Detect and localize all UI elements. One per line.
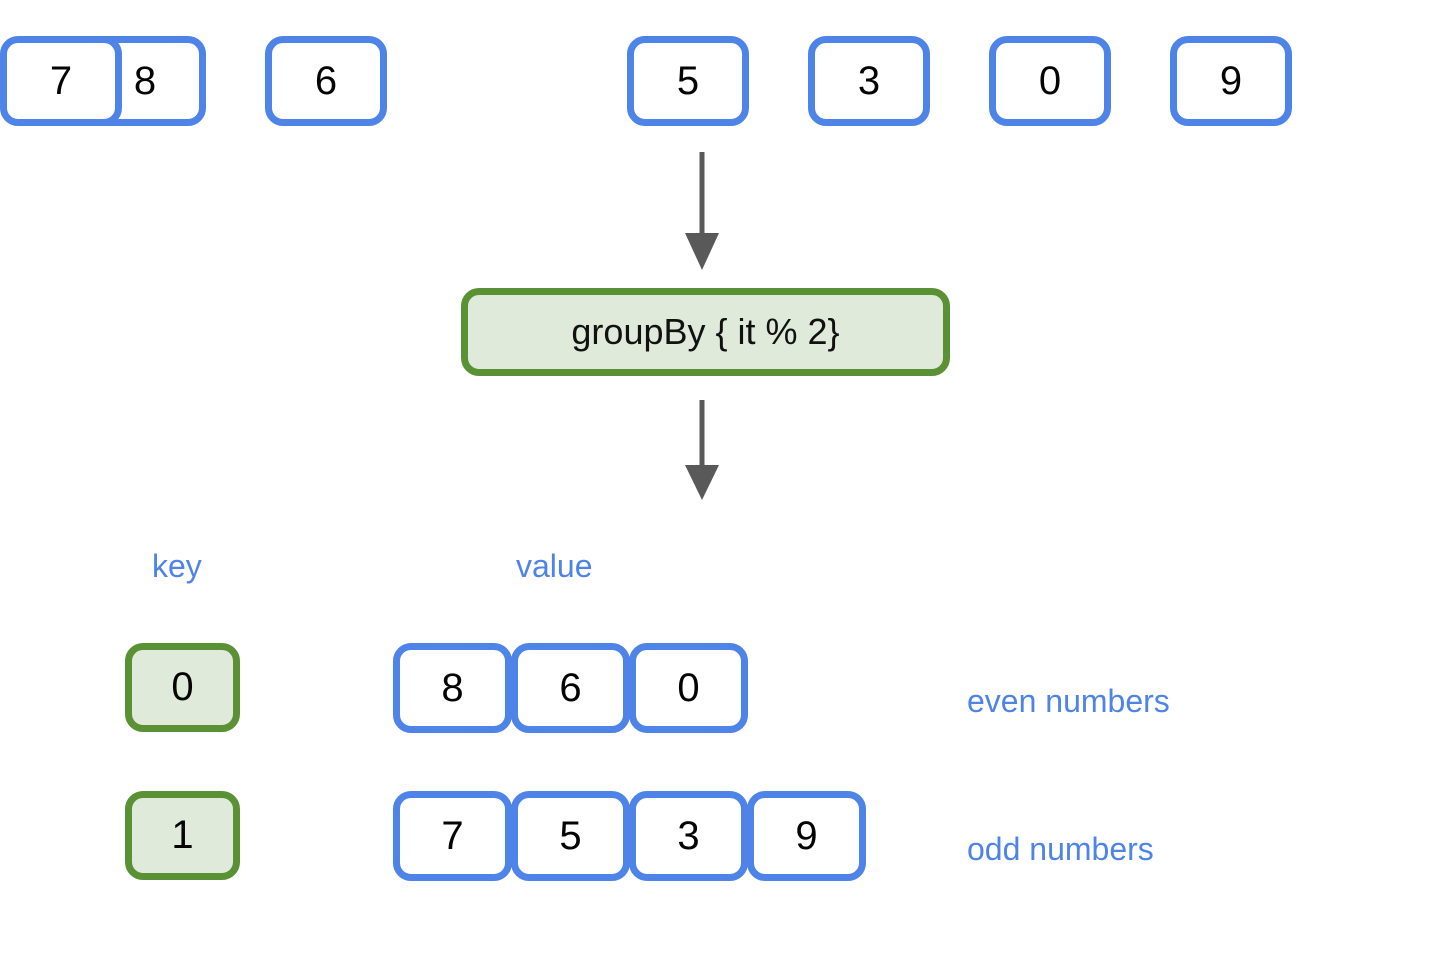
result-key-0: 0 [125, 643, 240, 732]
arrow-operation-to-result [672, 400, 732, 509]
source-item-4: 3 [808, 36, 930, 126]
result-values-0: 8 6 0 [393, 643, 748, 733]
source-item-1: 6 [265, 36, 387, 126]
result-value-box: 8 [393, 643, 512, 733]
result-value-box: 5 [511, 791, 630, 881]
source-item-6: 9 [1170, 36, 1292, 126]
result-value-box: 3 [629, 791, 748, 881]
result-key-1: 1 [125, 791, 240, 880]
column-label-value: value [516, 548, 593, 584]
source-item-3: 5 [627, 36, 749, 126]
arrow-source-to-operation [672, 152, 732, 279]
operation-box[interactable]: groupBy { it % 2} [461, 288, 950, 376]
source-item-5: 0 [989, 36, 1111, 126]
result-value-box: 7 [393, 791, 512, 881]
result-value-box: 9 [747, 791, 866, 881]
result-value-box: 6 [511, 643, 630, 733]
operation-label: groupBy { it % 2} [571, 311, 840, 352]
result-annotation-0: even numbers [967, 683, 1170, 719]
source-item-2: 7 [0, 36, 122, 126]
result-annotation-1: odd numbers [967, 831, 1154, 867]
result-value-box: 0 [629, 643, 748, 733]
column-label-key: key [152, 548, 202, 584]
result-values-1: 7 5 3 9 [393, 791, 866, 881]
